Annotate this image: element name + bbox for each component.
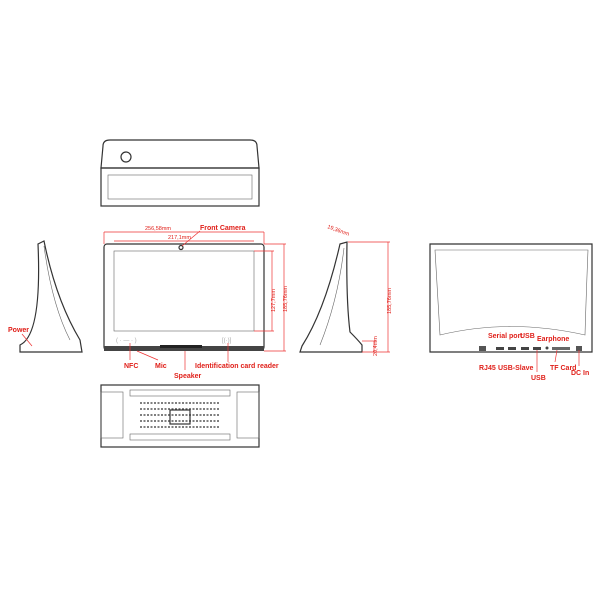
outer-width-dim: 256,58mm [145,226,171,232]
serial-port-label: Serial port [488,333,523,340]
side-depth-dim: 19,36mm [326,224,350,238]
id-reader-label: Identification card reader [195,363,279,370]
svg-text:[(·)]: [(·)] [222,338,232,344]
speaker-label: Speaker [174,373,202,380]
nfc-label: NFC [124,363,138,370]
usb-slave-label: USB-Slave [498,365,534,372]
svg-text:( · — · ): ( · — · ) [116,338,137,344]
outer-height-dim: 185,76mm [283,286,289,312]
screen-width-dim: 217,1mm [168,235,191,241]
front-camera-label: Front Camera [200,225,246,232]
front-view: ( · — · ) [(·)] 256,58mm 217,1mm Front C… [103,225,289,380]
usb-top-label: USB [520,333,535,340]
base-height-dim: 20,4mm [373,336,379,356]
side-height-dim: 185,76mm [387,288,393,314]
usb-bottom-label: USB [531,375,546,382]
left-side-view: Power [8,240,83,353]
tf-card-label: TF Card [550,365,576,372]
rj45-label: RJ45 [479,365,496,372]
bottom-view [100,384,260,448]
dc-in-label: DC In [571,370,589,377]
right-side-view: 185,76mm 20,4mm 19,36mm [299,224,393,356]
earphone-label: Earphone [537,336,569,343]
mic-label: Mic [155,363,167,370]
screen-height-dim: 127,7mm [271,289,277,312]
top-view [100,139,260,207]
back-view: Serial port USB Earphone RJ45 USB-Slave … [429,243,593,382]
power-label: Power [8,327,29,334]
